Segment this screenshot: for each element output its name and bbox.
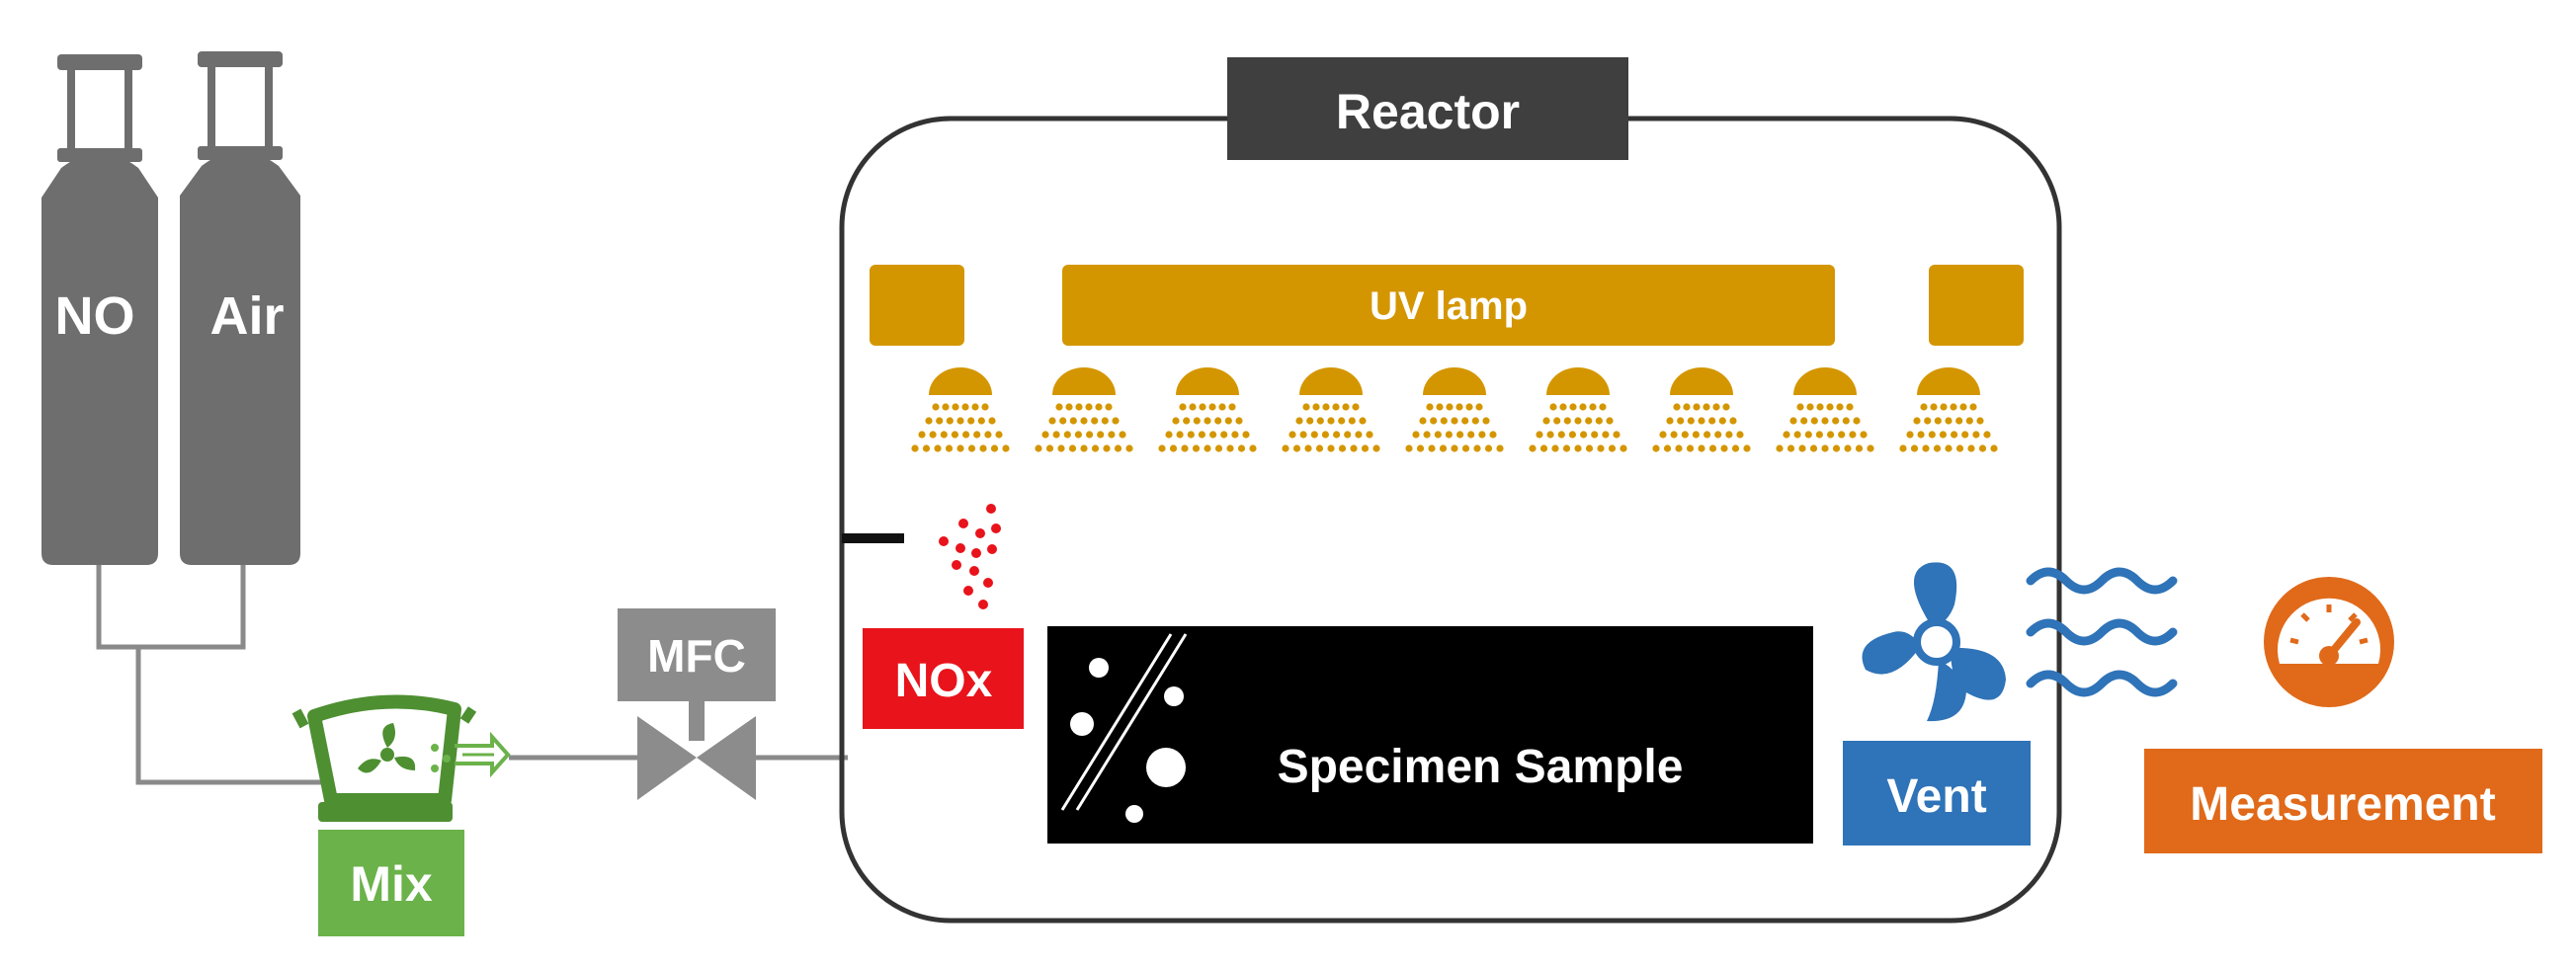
specimen-label: Specimen Sample	[1278, 741, 1684, 793]
uv-emitter	[1158, 367, 1257, 452]
measurement: Measurement	[2144, 577, 2542, 853]
reactor-label: Reactor	[1336, 84, 1520, 139]
fan-icon	[1862, 562, 2006, 722]
uv-emitter	[1776, 367, 1874, 452]
specimen-sample: Specimen Sample	[1047, 626, 1813, 844]
mfc-label-box	[618, 608, 776, 701]
uv-emitter	[1282, 367, 1380, 452]
air-cylinder-label: Air	[209, 286, 284, 346]
mixer: Mix	[291, 694, 511, 936]
mfc: MFC	[618, 608, 776, 800]
uv-emitter	[1899, 367, 1998, 452]
reactor: Reactor UV lamp NOx Specimen Sample	[839, 57, 2178, 924]
uv-emitters	[911, 367, 1998, 452]
uv-emitter	[1529, 367, 1627, 452]
uv-emitter	[1652, 367, 1751, 452]
mix-label: Mix	[350, 856, 433, 912]
measurement-label-box	[2144, 749, 2542, 853]
uv-lamp: UV lamp	[870, 265, 2024, 346]
vent-label: Vent	[1886, 770, 1986, 823]
waves-icon	[2026, 567, 2178, 697]
mix-label-box	[318, 830, 464, 936]
gas-pipes	[96, 565, 848, 785]
reactor-label-box	[1227, 57, 1628, 160]
nox-label: NOx	[895, 655, 993, 707]
valve-icon	[637, 716, 756, 800]
uv-emitter	[1405, 367, 1504, 452]
no-cylinder-label: NO	[55, 286, 135, 346]
vent-label-box	[1843, 741, 2031, 845]
nox-label-box	[863, 628, 1024, 729]
mfc-label: MFC	[647, 630, 746, 682]
mixer-fan-icon	[291, 694, 511, 822]
air-cylinder: Air	[180, 51, 300, 565]
gauge-icon	[2264, 577, 2394, 707]
measurement-label: Measurement	[2190, 778, 2495, 831]
uv-emitter	[911, 367, 1010, 452]
uv-emitter	[1035, 367, 1133, 452]
uv-lamp-label: UV lamp	[1370, 284, 1528, 328]
nox-spray-icon	[939, 504, 1001, 609]
no-cylinder: NO	[42, 54, 158, 565]
